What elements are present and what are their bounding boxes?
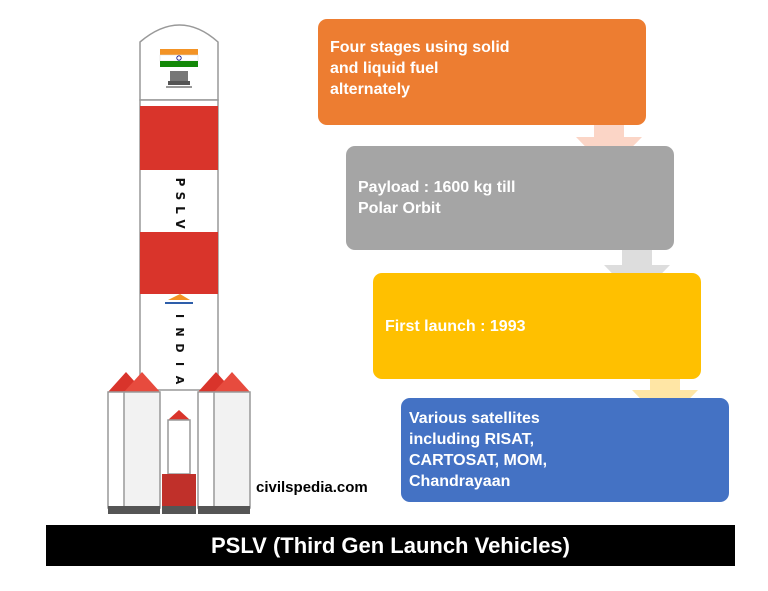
svg-text:V: V [173, 219, 187, 229]
national-emblem-icon [166, 71, 192, 88]
right-strap-on-boosters [197, 372, 251, 514]
svg-text:I: I [173, 314, 186, 318]
left-strap-on-boosters [107, 372, 161, 514]
rocket-label-india: I N D I A [173, 314, 186, 385]
svg-text:S: S [173, 192, 187, 201]
info-box-payload-text: Payload : 1600 kg till Polar Orbit [358, 179, 516, 217]
svg-text:A: A [173, 376, 186, 385]
svg-text:N: N [173, 327, 186, 336]
info-box-first-launch-text: First launch : 1993 [385, 317, 526, 335]
info-box-stages-text: Four stages using solid and liquid fuel … [330, 39, 510, 98]
title-banner: PSLV (Third Gen Launch Vehicles) [46, 525, 735, 566]
pslv-rocket-illustration: P S L V I N D I A [107, 24, 251, 514]
title-banner-text: PSLV (Third Gen Launch Vehicles) [211, 532, 570, 558]
info-box-satellites-text: Various satellites including RISAT, CART… [409, 410, 548, 490]
rocket-core-stage [162, 410, 196, 514]
info-box-stages: Four stages using solid and liquid fuel … [318, 19, 646, 125]
watermark: civilspedia.com [256, 479, 368, 496]
svg-text:I: I [173, 362, 186, 366]
svg-text:D: D [173, 343, 186, 352]
india-flag-icon [159, 49, 199, 67]
svg-text:P: P [173, 178, 187, 187]
isro-logo-icon [165, 294, 193, 304]
svg-text:L: L [173, 206, 187, 214]
info-box-payload: Payload : 1600 kg till Polar Orbit [346, 146, 674, 250]
info-box-first-launch: First launch : 1993 [373, 273, 701, 379]
info-box-satellites: Various satellites including RISAT, CART… [401, 398, 729, 502]
rocket-label-pslv: P S L V [173, 178, 187, 230]
